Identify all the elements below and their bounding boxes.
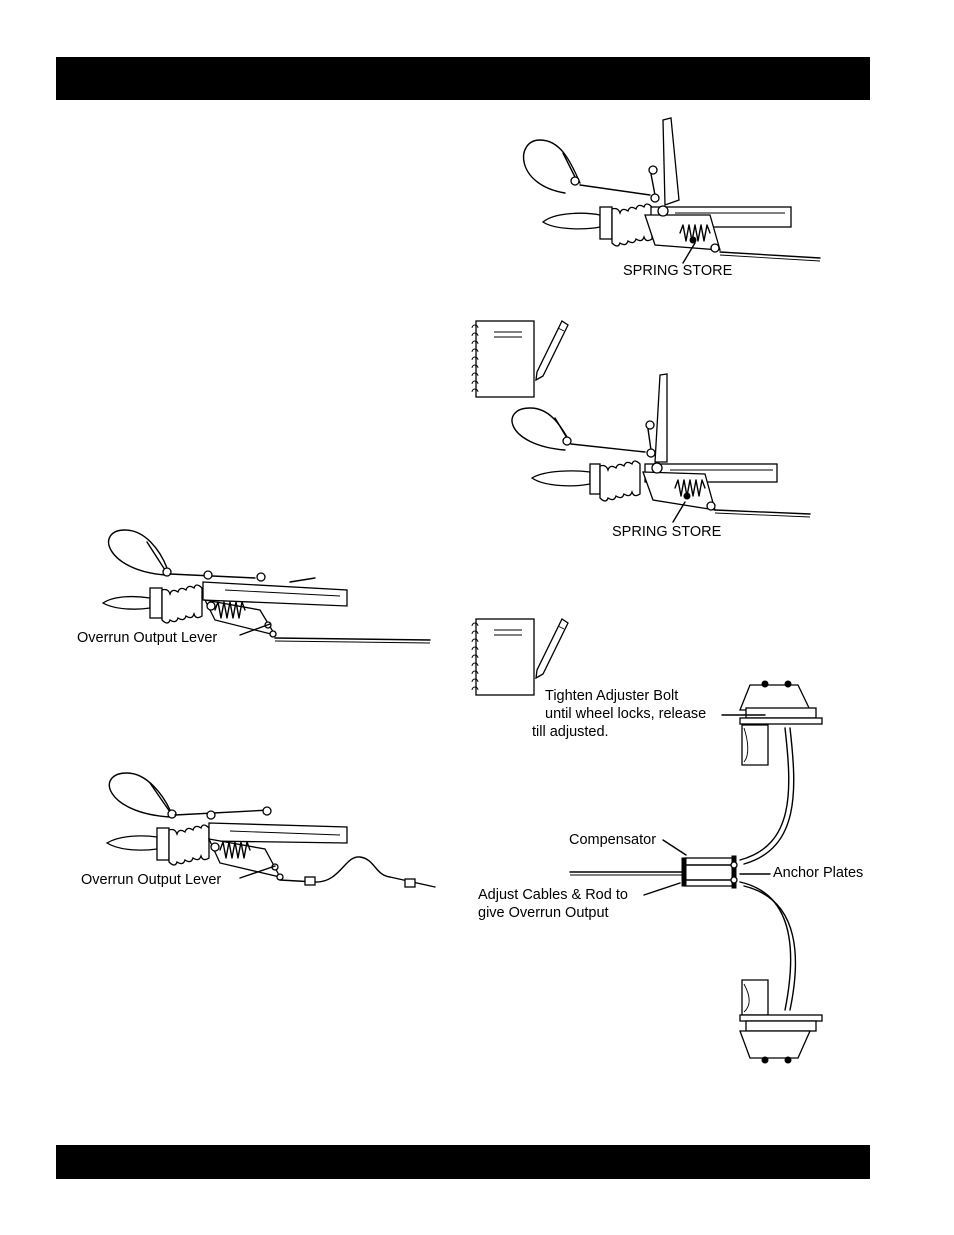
adjust-label-line2: give Overrun Output (478, 905, 609, 922)
brake-system-figure: Tighten Adjuster Bolt until wheel locks,… (560, 670, 830, 1090)
overrun-output-lever-label: Overrun Output Lever (77, 630, 217, 647)
overrun-figure-1: Overrun Output Lever (75, 520, 435, 650)
coupling-drawing (505, 370, 815, 525)
adjuster-label-line2: until wheel locks, release (545, 706, 706, 723)
coupling-figure-top: SPRING STORE (515, 115, 825, 265)
coupling-figure-mid: SPRING STORE (505, 370, 815, 525)
spring-store-label: SPRING STORE (612, 524, 721, 541)
coupling-drawing (515, 115, 825, 265)
spring-store-label: SPRING STORE (623, 263, 732, 280)
anchor-plates-label: Anchor Plates (773, 865, 863, 882)
footer-bar (56, 1145, 870, 1179)
adjuster-label-line3: till adjusted. (532, 724, 609, 741)
overrun-figure-2: Overrun Output Lever (75, 765, 440, 895)
compensator-label: Compensator (569, 832, 656, 849)
overrun-output-lever-label: Overrun Output Lever (81, 872, 221, 889)
adjust-label-line1: Adjust Cables & Rod to (478, 887, 628, 904)
adjuster-label-line1: Tighten Adjuster Bolt (545, 688, 678, 705)
header-bar (56, 57, 870, 100)
